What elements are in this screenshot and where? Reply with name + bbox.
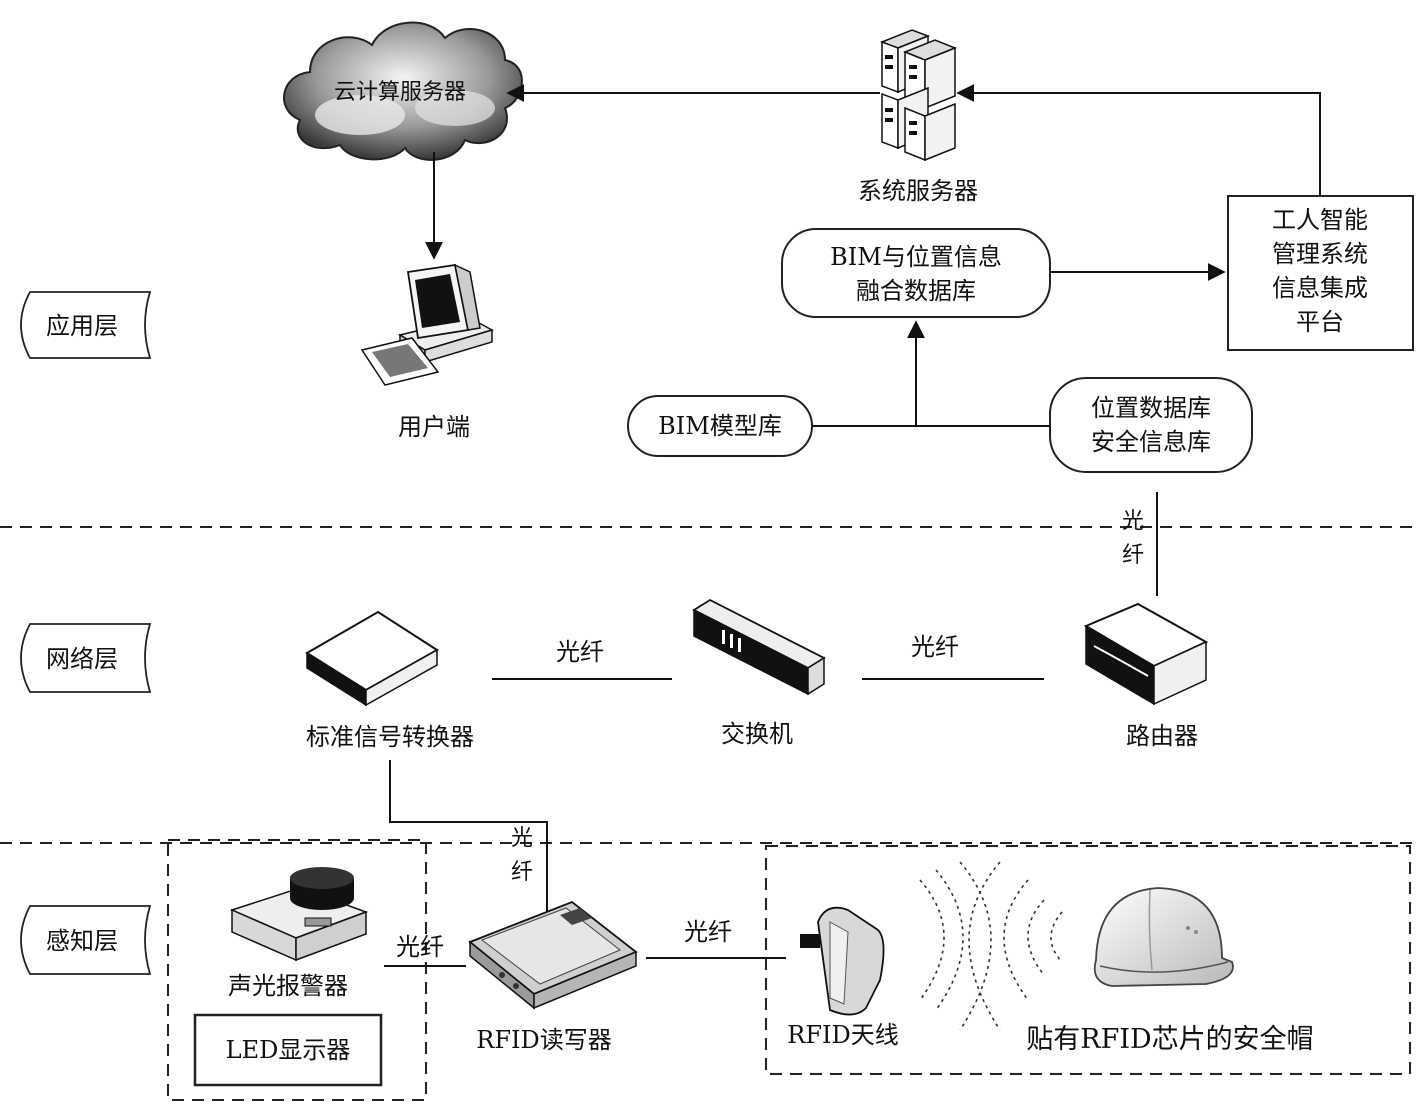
server-rack-icon xyxy=(879,29,958,162)
rfid-antenna-label: RFID天线 xyxy=(787,1021,898,1049)
network-switch-icon xyxy=(692,598,826,696)
desktop-computer-icon xyxy=(360,263,494,386)
layer-label-network-text: 网络层 xyxy=(46,645,118,673)
router-icon xyxy=(1083,602,1209,706)
radio-waves-icon xyxy=(919,861,1063,1031)
fiber-label-converter-switch: 光纤 xyxy=(556,638,604,666)
layer-label-application: 应用层 xyxy=(20,291,152,359)
location-safety-db-box xyxy=(1049,377,1253,473)
arrow-platform-to-server xyxy=(956,84,1321,196)
rfid-antenna-icon xyxy=(800,906,885,1016)
cloud-server-label: 云计算服务器 xyxy=(334,80,466,105)
layer-label-network: 网络层 xyxy=(20,623,152,693)
location-safety-db-line2: 安全信息库 xyxy=(1091,428,1211,456)
integration-platform-line2: 管理系统 xyxy=(1272,240,1368,268)
integration-platform-line4: 平台 xyxy=(1296,308,1344,336)
user-terminal-label: 用户端 xyxy=(398,413,470,441)
integration-platform-box xyxy=(1227,195,1414,351)
fiber-label-converter-reader-2: 纤 xyxy=(511,860,533,885)
led-display-box xyxy=(193,1013,383,1087)
location-safety-db-line1: 位置数据库 xyxy=(1091,394,1211,422)
router-label: 路由器 xyxy=(1126,722,1198,750)
rfid-reader-icon xyxy=(468,900,638,1010)
fiber-label-switch-router: 光纤 xyxy=(911,633,959,661)
safety-helmet-icon xyxy=(1093,887,1234,987)
alarm-group-box xyxy=(167,839,427,1101)
layer-label-perception: 感知层 xyxy=(20,905,152,975)
line-converter-to-reader xyxy=(389,760,548,915)
cloud-icon xyxy=(283,21,523,161)
alarm-siren-icon xyxy=(229,867,369,962)
system-server-label: 系统服务器 xyxy=(858,177,978,205)
fiber-label-router-up-2: 纤 xyxy=(1122,543,1144,568)
led-display-label: LED显示器 xyxy=(226,1036,351,1064)
signal-converter-label: 标准信号转换器 xyxy=(306,723,474,751)
bim-fusion-db-line1: BIM与位置信息 xyxy=(830,243,1002,271)
fiber-label-router-up-1: 光 xyxy=(1122,509,1144,534)
integration-platform-line1: 工人智能 xyxy=(1272,206,1368,234)
bim-model-db-label: BIM模型库 xyxy=(658,412,782,440)
signal-converter-icon xyxy=(305,610,439,707)
bim-fusion-db-line2: 融合数据库 xyxy=(856,277,976,305)
alarm-label: 声光报警器 xyxy=(228,972,348,1000)
fiber-label-reader-antenna: 光纤 xyxy=(684,918,732,946)
layer-label-application-text: 应用层 xyxy=(46,312,118,340)
switch-label: 交换机 xyxy=(721,720,793,748)
layer-label-perception-text: 感知层 xyxy=(46,927,118,955)
antenna-group-box xyxy=(765,845,1411,1075)
rfid-reader-label: RFID读写器 xyxy=(476,1026,611,1054)
helmet-label: 贴有RFID芯片的安全帽 xyxy=(1026,1024,1313,1055)
integration-platform-line3: 信息集成 xyxy=(1272,274,1368,302)
fiber-label-alarm-reader: 光纤 xyxy=(396,933,444,961)
fiber-label-converter-reader-1: 光 xyxy=(511,826,533,851)
